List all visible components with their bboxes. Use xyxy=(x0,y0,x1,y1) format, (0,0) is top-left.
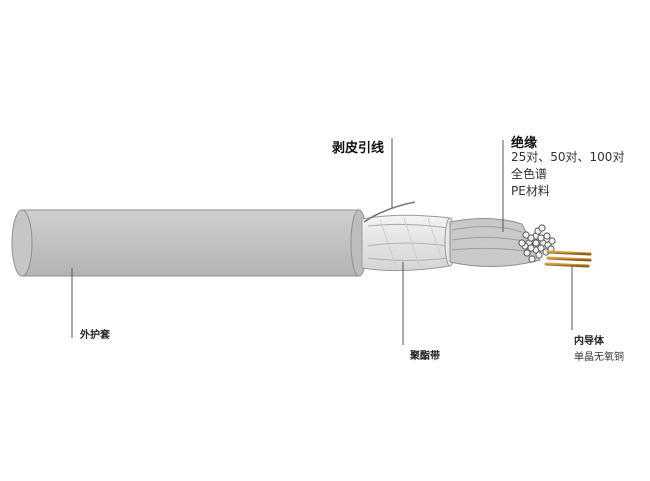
leader-lines xyxy=(71,138,573,345)
wire-end xyxy=(532,239,540,247)
drain-wire-label: 剥皮引线 xyxy=(332,141,385,156)
wire-end xyxy=(538,224,546,232)
wire-ends xyxy=(518,224,556,263)
inner-conductor-title: 内导体 xyxy=(574,336,604,347)
drain-wire xyxy=(363,201,416,223)
polyester-tape-label: 聚酯带 xyxy=(410,351,440,362)
wire-end xyxy=(528,255,536,263)
wire-end xyxy=(523,249,531,257)
polyester-tape-section xyxy=(361,214,456,272)
outer-sheath-label: 外护套 xyxy=(80,330,110,341)
wire-end xyxy=(518,239,526,247)
wire-end xyxy=(522,231,530,239)
wire-end xyxy=(535,251,543,259)
wire-end xyxy=(537,234,545,242)
insulation-spec-color: 全色谱 xyxy=(511,167,548,181)
insulation-spec-material: PE材料 xyxy=(511,184,550,198)
insulation-title: 绝缘 xyxy=(511,136,538,151)
outer-sheath xyxy=(11,209,368,277)
inner-conductors xyxy=(544,250,592,268)
wire-end xyxy=(537,244,545,252)
insulation-spec-pairs: 25对、50对、100对 xyxy=(511,150,625,164)
wire-end xyxy=(548,237,556,245)
wire-end xyxy=(543,232,551,240)
inner-conductor-subtitle: 单晶无氧铜 xyxy=(574,352,624,363)
